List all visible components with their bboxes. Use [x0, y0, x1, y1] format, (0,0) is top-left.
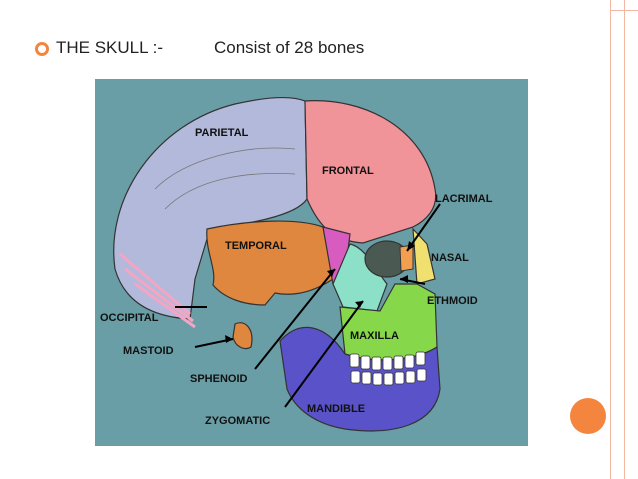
label-sphenoid: SPHENOID	[190, 373, 248, 385]
skull-diagram: PARIETAL FRONTAL LACRIMAL TEMPORAL NASAL…	[95, 79, 528, 446]
label-zygomatic: ZYGOMATIC	[205, 415, 270, 427]
orange-circle-icon	[570, 398, 606, 434]
label-frontal: FRONTAL	[322, 165, 374, 177]
label-mastoid: MASTOID	[123, 345, 174, 357]
slide-description: Consist of 28 bones	[214, 38, 365, 57]
occipital-stripes	[119, 252, 196, 329]
parietal-contours	[154, 147, 296, 210]
slide-border-top-line	[610, 10, 638, 11]
slide-border-right	[624, 0, 625, 479]
arrow-heads	[225, 241, 415, 343]
ring-bullet-icon	[35, 42, 49, 56]
slide-border-left	[610, 0, 611, 479]
label-ethmoid: ETHMOID	[427, 295, 478, 307]
lacrimal-bone	[399, 244, 414, 272]
teeth	[349, 351, 427, 386]
label-mandible: MANDIBLE	[307, 403, 365, 415]
label-nasal: NASAL	[431, 252, 469, 264]
temporal-bone	[206, 220, 334, 306]
label-temporal: TEMPORAL	[225, 240, 287, 252]
skull-illustration: PARIETAL FRONTAL LACRIMAL TEMPORAL NASAL…	[100, 97, 493, 432]
nasal-bone	[412, 227, 436, 285]
slide-title: THE SKULL :-	[56, 38, 164, 57]
label-parietal: PARIETAL	[195, 127, 249, 139]
mastoid-process	[232, 322, 253, 350]
label-maxilla: MAXILLA	[350, 330, 399, 342]
label-occipital: OCCIPITAL	[100, 312, 159, 324]
label-lacrimal: LACRIMAL	[435, 193, 493, 205]
